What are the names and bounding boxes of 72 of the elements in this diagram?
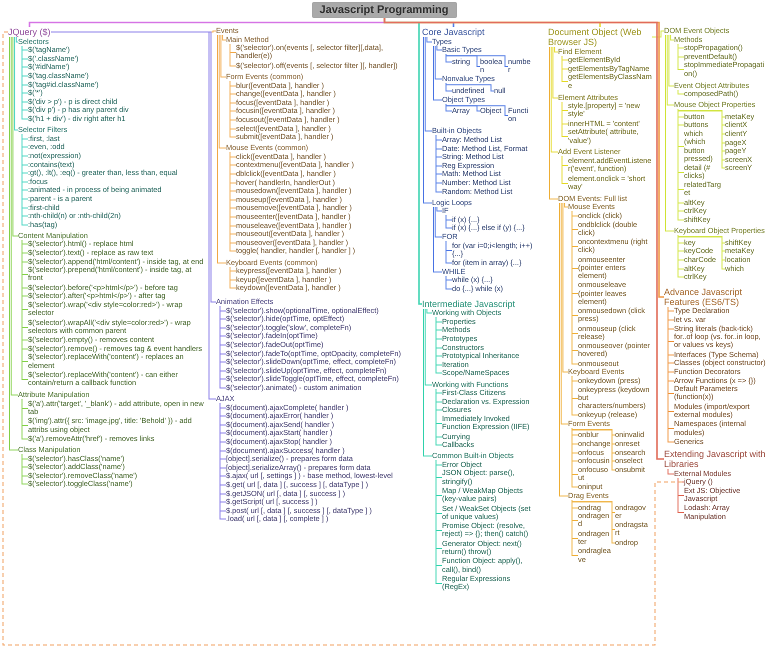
- branch-line: [562, 102, 568, 137]
- branch-topic: Document Object (Web Browser JS): [548, 27, 652, 48]
- branch-line: [446, 240, 452, 264]
- branch-line: [446, 104, 452, 112]
- branch-line: [678, 478, 684, 513]
- branch-topic: Intermediate Javascript: [422, 298, 516, 309]
- branch-topic: JQuery ($): [8, 27, 51, 38]
- branch-line: [9, 36, 18, 450]
- branch-topic: Advance Javascript Features (ES6/TS): [664, 286, 766, 307]
- branch-line: [678, 90, 684, 94]
- branch-line: [562, 156, 568, 184]
- branch-line: [572, 500, 578, 556]
- branch-line: [433, 46, 442, 100]
- branch-line: [218, 34, 226, 148]
- branch-line: [12, 36, 18, 236]
- branch-line: [668, 468, 674, 474]
- branch-line: [559, 202, 568, 496]
- branch-line: [549, 46, 558, 200]
- branch-line: [446, 82, 452, 92]
- branch-line: [22, 398, 28, 440]
- branch-line: [564, 202, 568, 208]
- branch-topic: Extending Javascript with Libraries: [664, 449, 766, 470]
- branch-line: [446, 54, 452, 62]
- branch-line: [665, 34, 674, 232]
- branch-line: [50, 32, 216, 400]
- dashed-connector: [2, 32, 684, 646]
- branch-line: [572, 376, 578, 416]
- branch-line: [222, 34, 226, 40]
- branch-line: [22, 454, 28, 484]
- branch-line: [554, 46, 558, 52]
- branch-topic: Core Javascript: [422, 27, 485, 38]
- branch-line: [16, 36, 18, 42]
- branch-line: [678, 234, 726, 270]
- branch-line: [552, 46, 558, 98]
- central-topic-box: Javascript Programming: [312, 2, 456, 18]
- branch-line: [433, 206, 442, 272]
- branch-line: [572, 428, 616, 470]
- branch-line: [220, 34, 226, 78]
- branch-line: [14, 36, 18, 130]
- branch-line: [678, 234, 684, 278]
- branch-line: [678, 44, 684, 70]
- branch-line: [423, 308, 432, 456]
- branch-line: [230, 44, 236, 66]
- branch-line: [550, 46, 558, 152]
- branch-line: [446, 54, 508, 67]
- branch-line: [230, 266, 236, 288]
- branch-line: [434, 46, 442, 80]
- branch-line: [572, 500, 616, 544]
- branch-line: [384, 18, 664, 460]
- branch-line: [10, 36, 18, 396]
- branch-line: [446, 276, 452, 290]
- branch-line: [424, 36, 432, 132]
- branch-line: [446, 104, 508, 116]
- branch-line: [668, 34, 674, 86]
- branch-line: [562, 56, 568, 82]
- branch-line: [670, 34, 674, 40]
- branch-line: [426, 36, 432, 42]
- branch-line: [423, 36, 432, 204]
- branch-line: [652, 30, 664, 38]
- branch-line: [666, 34, 674, 106]
- branch-line: [572, 428, 578, 488]
- branch-line: [424, 308, 432, 386]
- branch-line: [560, 202, 568, 424]
- branch-line: [434, 206, 442, 238]
- branch-line: [436, 134, 442, 192]
- branch-line: [446, 82, 494, 92]
- branch-line: [426, 308, 432, 314]
- branch-line: [562, 202, 568, 372]
- branch-line: [436, 46, 442, 50]
- branch-line: [446, 214, 452, 228]
- branch-line: [217, 34, 226, 264]
- branch-line: [436, 206, 442, 212]
